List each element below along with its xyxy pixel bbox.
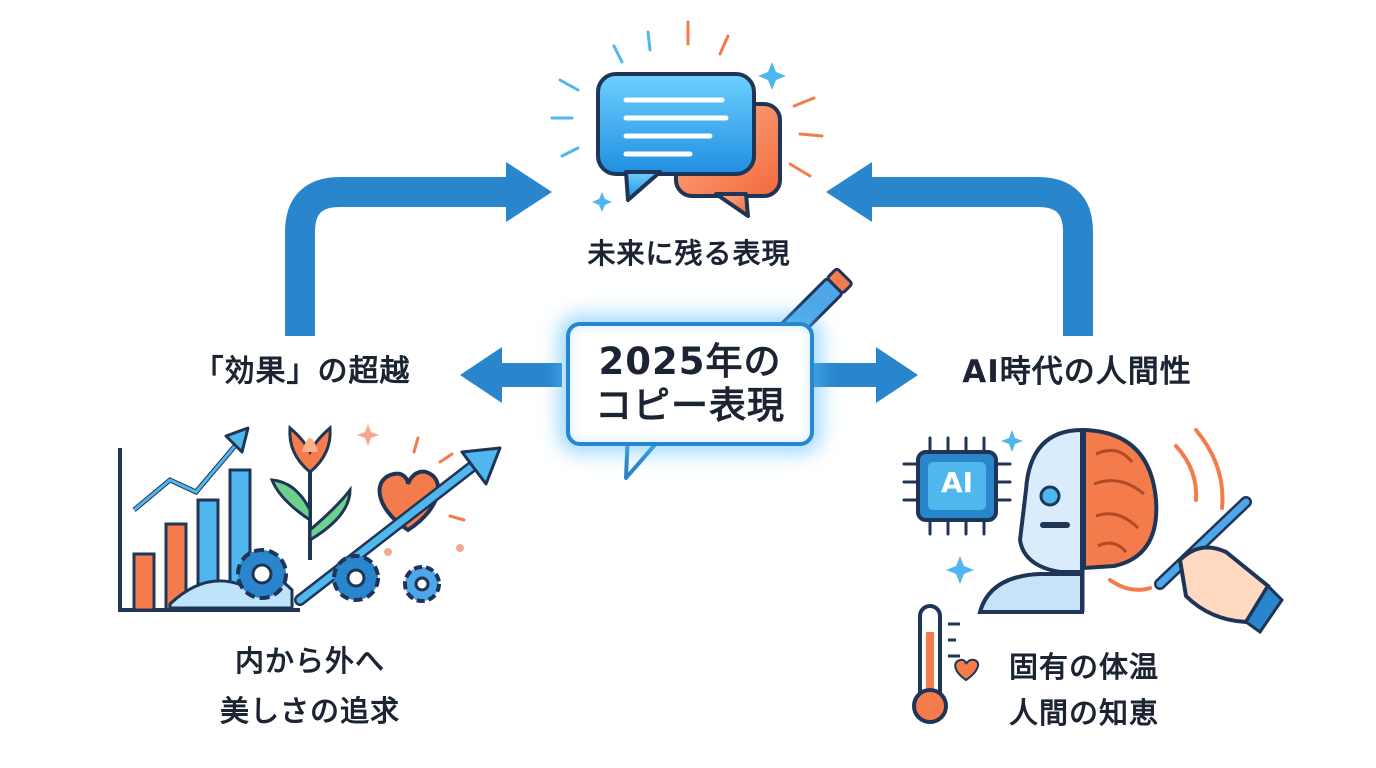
center-line-2: コピー表現: [595, 384, 785, 427]
top-label: 未来に残る表現: [587, 237, 791, 270]
right-caption-1: 固有の体温: [1008, 650, 1159, 684]
left-caption-1: 内から外へ: [234, 644, 385, 678]
ai-chip-icon: [902, 436, 1012, 536]
left-title: 「効果」の超越: [193, 354, 411, 389]
gear-icon: [236, 548, 441, 603]
flower-icon: [269, 424, 379, 560]
robot-brain-icon: [946, 427, 1225, 614]
loop-arrow-right: [826, 162, 1093, 336]
center-line-1: 2025年の: [598, 340, 782, 383]
center-topic-box: 2025年の コピー表現: [566, 322, 814, 446]
arrow-to-left: [460, 347, 562, 403]
rising-arrow-icon: [294, 446, 502, 606]
right-title: AI時代の人間性: [962, 354, 1192, 390]
speech-bubbles-icon: [550, 20, 824, 218]
left-caption-2: 美しさの追求: [219, 694, 400, 728]
loop-arrow-left: [285, 162, 552, 336]
arrow-to-right: [814, 347, 918, 403]
right-caption-2: 人間の知恵: [1008, 696, 1159, 730]
thermometer-icon: [912, 604, 980, 724]
ai-chip-text: AI: [940, 466, 974, 499]
hand-pen-icon: [1154, 496, 1284, 635]
heart-icon: [377, 436, 466, 556]
